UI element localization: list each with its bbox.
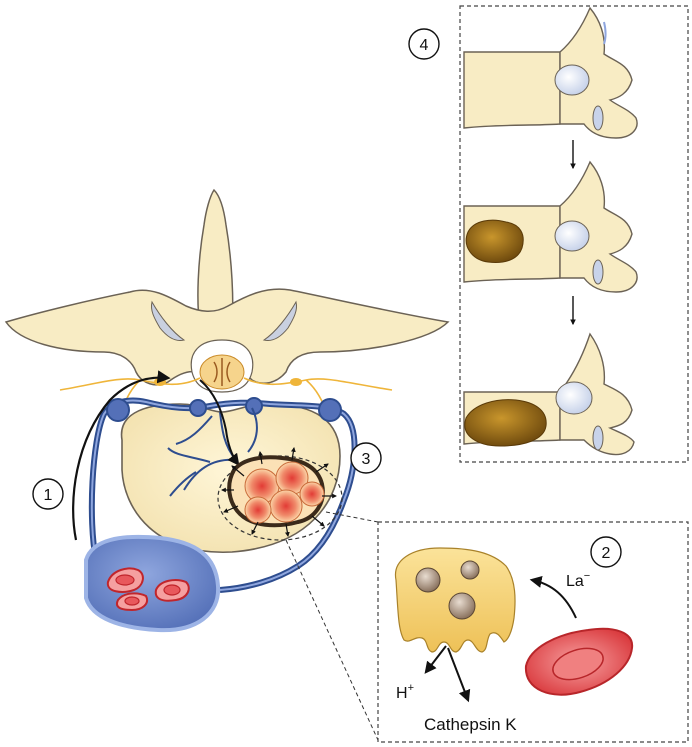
svg-text:3: 3 <box>362 451 371 468</box>
cancer-cell <box>524 627 634 696</box>
svg-text:2: 2 <box>602 545 611 562</box>
step-3-badge: 3 <box>350 442 382 474</box>
intervertebral-disc <box>555 381 593 415</box>
intraosseous-veins <box>167 407 258 497</box>
vertebra-sagittal-collapse <box>463 332 635 456</box>
metastatic-lesion <box>464 399 547 447</box>
blood-pool <box>84 534 221 633</box>
vessel-node <box>318 398 342 422</box>
proton-label: H+ <box>396 682 414 702</box>
arrow-icon <box>447 647 471 703</box>
right-facet <box>262 300 297 341</box>
arrow-icon <box>529 576 577 619</box>
cancer-cell-small <box>106 567 144 593</box>
svg-text:1: 1 <box>44 487 53 504</box>
cancer-cell-small <box>116 592 148 612</box>
panel-2-osteoclast-activity: La− H+ Cathepsin K <box>377 521 689 743</box>
spinous-process <box>197 188 234 331</box>
svg-text:4: 4 <box>420 37 429 54</box>
cathepsin-k-label: Cathepsin K <box>424 715 517 734</box>
arrow-icon <box>424 645 447 674</box>
vertebra-sagittal-healthy <box>463 6 638 139</box>
panel-4-vertebral-collapse <box>459 5 689 463</box>
arrow-icon <box>199 379 240 466</box>
cancer-cell-small <box>154 579 190 602</box>
step-1-badge: 1 <box>32 478 64 510</box>
zoom-lines <box>285 511 379 741</box>
venous-plexus <box>88 397 358 593</box>
radial-arrows <box>221 447 337 537</box>
vessel-node <box>106 398 130 422</box>
step-4-badge: 4 <box>408 28 440 60</box>
step-2-badge: 2 <box>590 536 622 568</box>
intervertebral-disc <box>554 64 590 96</box>
vessel-node <box>189 399 207 417</box>
tumor-lesion <box>217 447 343 541</box>
metastatic-lesion <box>465 219 524 263</box>
left-facet <box>151 300 186 341</box>
arrow-icon <box>72 370 171 541</box>
vertebra-sagittal-lesion <box>463 160 638 293</box>
intervertebral-disc <box>554 220 590 252</box>
lactate-label: La− <box>566 570 590 590</box>
